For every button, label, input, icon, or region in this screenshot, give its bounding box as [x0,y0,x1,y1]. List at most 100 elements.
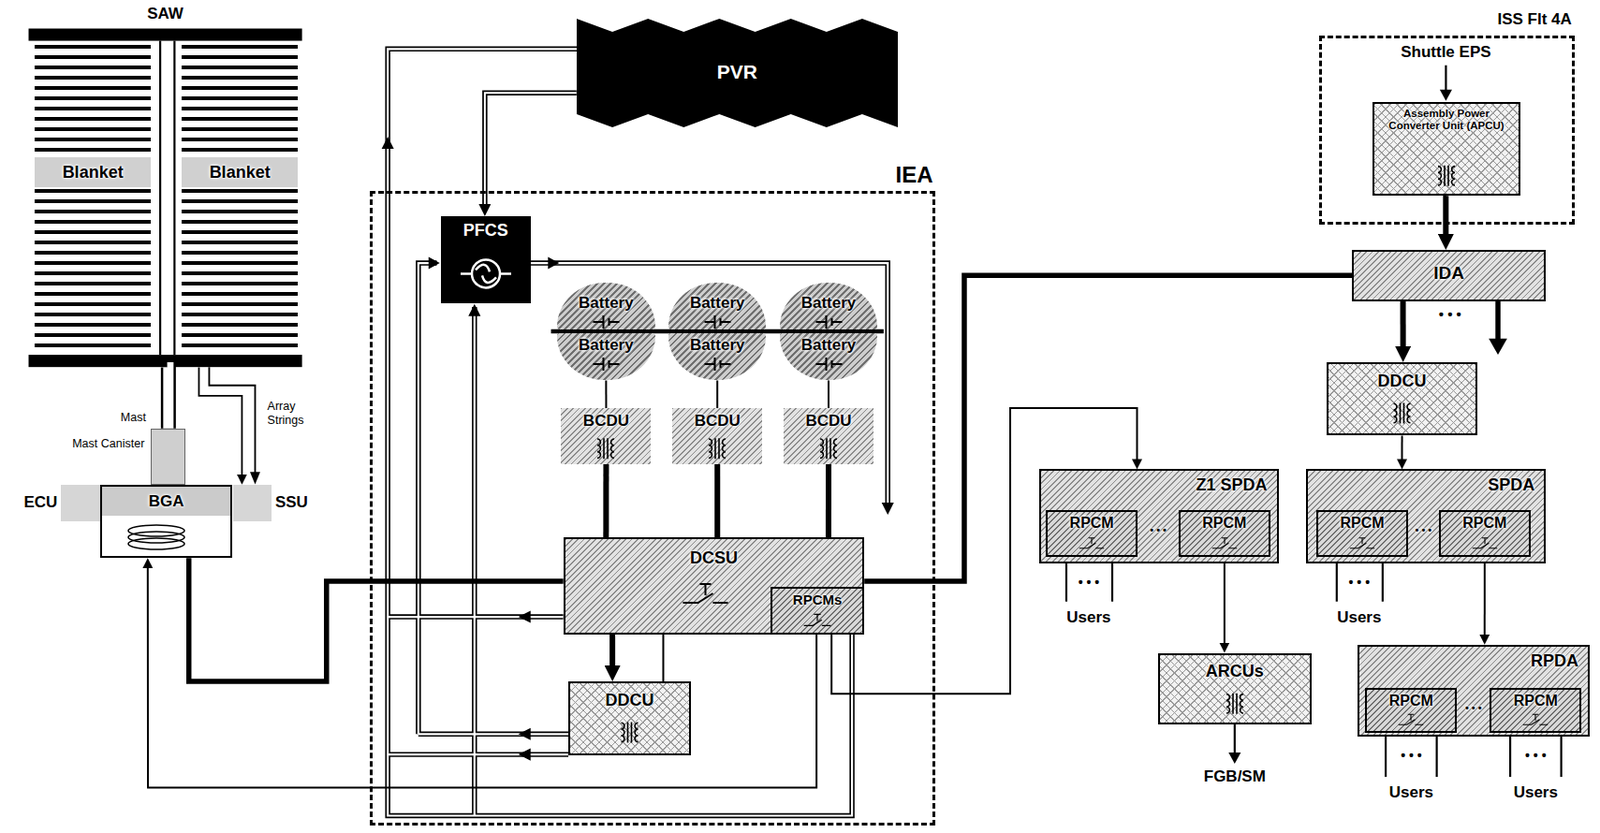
coolant-pipe [387,751,569,757]
solar-blanket-label: Blanket [181,157,298,189]
feed-line [604,380,607,409]
flow-arrowhead [381,136,395,149]
battery: Battery [557,282,656,330]
cell-glyph [815,315,842,329]
xfmr-glyph [597,438,615,459]
switch-glyph [1398,714,1424,725]
coolant-pipe-core [387,753,569,756]
rpcm-box-label: RPCMs [792,591,843,608]
dc-converter-unit-label: DDCU [604,690,654,711]
cell-glyph [815,357,842,371]
coolant-pipe [418,732,569,737]
power-bus [1400,301,1407,353]
xfmr-glyph [820,438,837,459]
ssu-block: SSU [233,484,272,522]
user-feed-line [1509,736,1512,778]
coolant-pipe [387,614,563,619]
power-bus [189,557,564,682]
connector-group [717,464,719,539]
user-feed-line [1436,736,1439,778]
load-label: Users [1066,608,1111,628]
ssu-block-label: SSU [275,493,309,513]
flow-arrowhead [547,257,559,270]
battery: Battery [557,333,656,381]
feed-line [1483,557,1486,639]
load-label: FGB/SM [1203,767,1266,787]
cell-glyph [593,357,620,371]
rpcm-box: RPCM [1316,510,1409,558]
ellipsis-mark: • • • [1149,524,1167,537]
power-bus [714,464,720,539]
coolant-loop [387,48,888,816]
battery-charge-unit-label: BCDU [694,411,741,431]
connector-group [1401,435,1403,463]
xfmr-glyph [1393,402,1410,424]
radiator-shape [576,18,898,128]
distribution-assembly-label: Z1 SPDA [1196,475,1268,496]
integrated-equipment-assembly: IEAPFCSBatteryBatteryBatteryBatteryBatte… [369,190,937,826]
load-label: Users [1389,783,1434,803]
feed-line [831,408,1137,694]
battery-label: Battery [578,293,634,313]
distribution-assembly-label: RPDA [1530,651,1579,672]
flow-arrowhead [428,257,441,270]
coolant-pipe-core [418,263,438,734]
pv-radiator-label: PVR [717,60,758,84]
battery-charge-unit-label: BCDU [805,411,852,431]
ellipsis-mark: • • • [1349,574,1370,590]
dc-converter-unit: DDCU [1326,362,1478,437]
dc-converter-unit: DDCU [568,681,691,756]
rpcm-box: RPCM [1489,688,1582,734]
flow-arrowhead [881,502,895,515]
mast-canister-label: Mast Canister [72,437,145,451]
connector-group [864,275,1352,582]
rpcm-box-label: RPCM [1462,514,1507,532]
ellipsis-mark: • • • [1415,524,1433,537]
rpcm-box-label: RPCM [1339,514,1384,532]
ecu-block-label: ECU [23,493,58,513]
flow-arrowhead [518,728,531,741]
distribution-assembly-label: IDA [1433,263,1465,284]
battery-charge-unit-label: BCDU [583,411,630,431]
battery-label: Battery [689,293,746,313]
source-label: Shuttle EPS [1400,43,1491,62]
array-end-bar [29,29,303,42]
rpcm-box: RPCM [1178,510,1271,558]
coolant-pipe-core [418,733,569,735]
connector-group [612,634,614,673]
battery-label: Battery [801,336,857,355]
dc-switching-unit-label: DCSU [689,548,738,569]
rpcm-box-label: RPCM [1202,514,1247,532]
xfmr-glyph [1226,692,1244,714]
switch-glyph [1523,714,1548,725]
coolant-pipe [471,307,477,817]
dc-converter-unit-label: DDCU [1378,371,1427,392]
feed-line [827,380,830,409]
pipe-core [167,366,169,428]
connector-group [189,557,564,682]
battery-charge-unit: BCDU [560,408,651,465]
connector-group [198,366,242,479]
array-string-line [208,366,255,474]
solar-blanket: Blanket [181,44,298,352]
connector-group [167,366,169,428]
cell-glyph [704,315,731,329]
connector-group [605,380,607,409]
cell-glyph [704,357,731,371]
feed-line [198,366,242,479]
rpcm-box: RPCM [1438,510,1531,558]
connector-group [717,380,719,409]
integrated-equipment-assembly-label: IEA [895,161,933,189]
arrowhead [249,471,261,485]
coolant-pipe [530,263,888,506]
arrowhead [1439,89,1453,102]
mast-canister: Mast Canister [150,428,186,485]
xfmr-glyph [1438,165,1455,187]
battery-label: Battery [689,336,746,355]
switch-glyph [1212,538,1237,549]
connector-group [827,464,829,539]
user-feed-line [1384,736,1387,778]
connector-group [1445,195,1448,241]
